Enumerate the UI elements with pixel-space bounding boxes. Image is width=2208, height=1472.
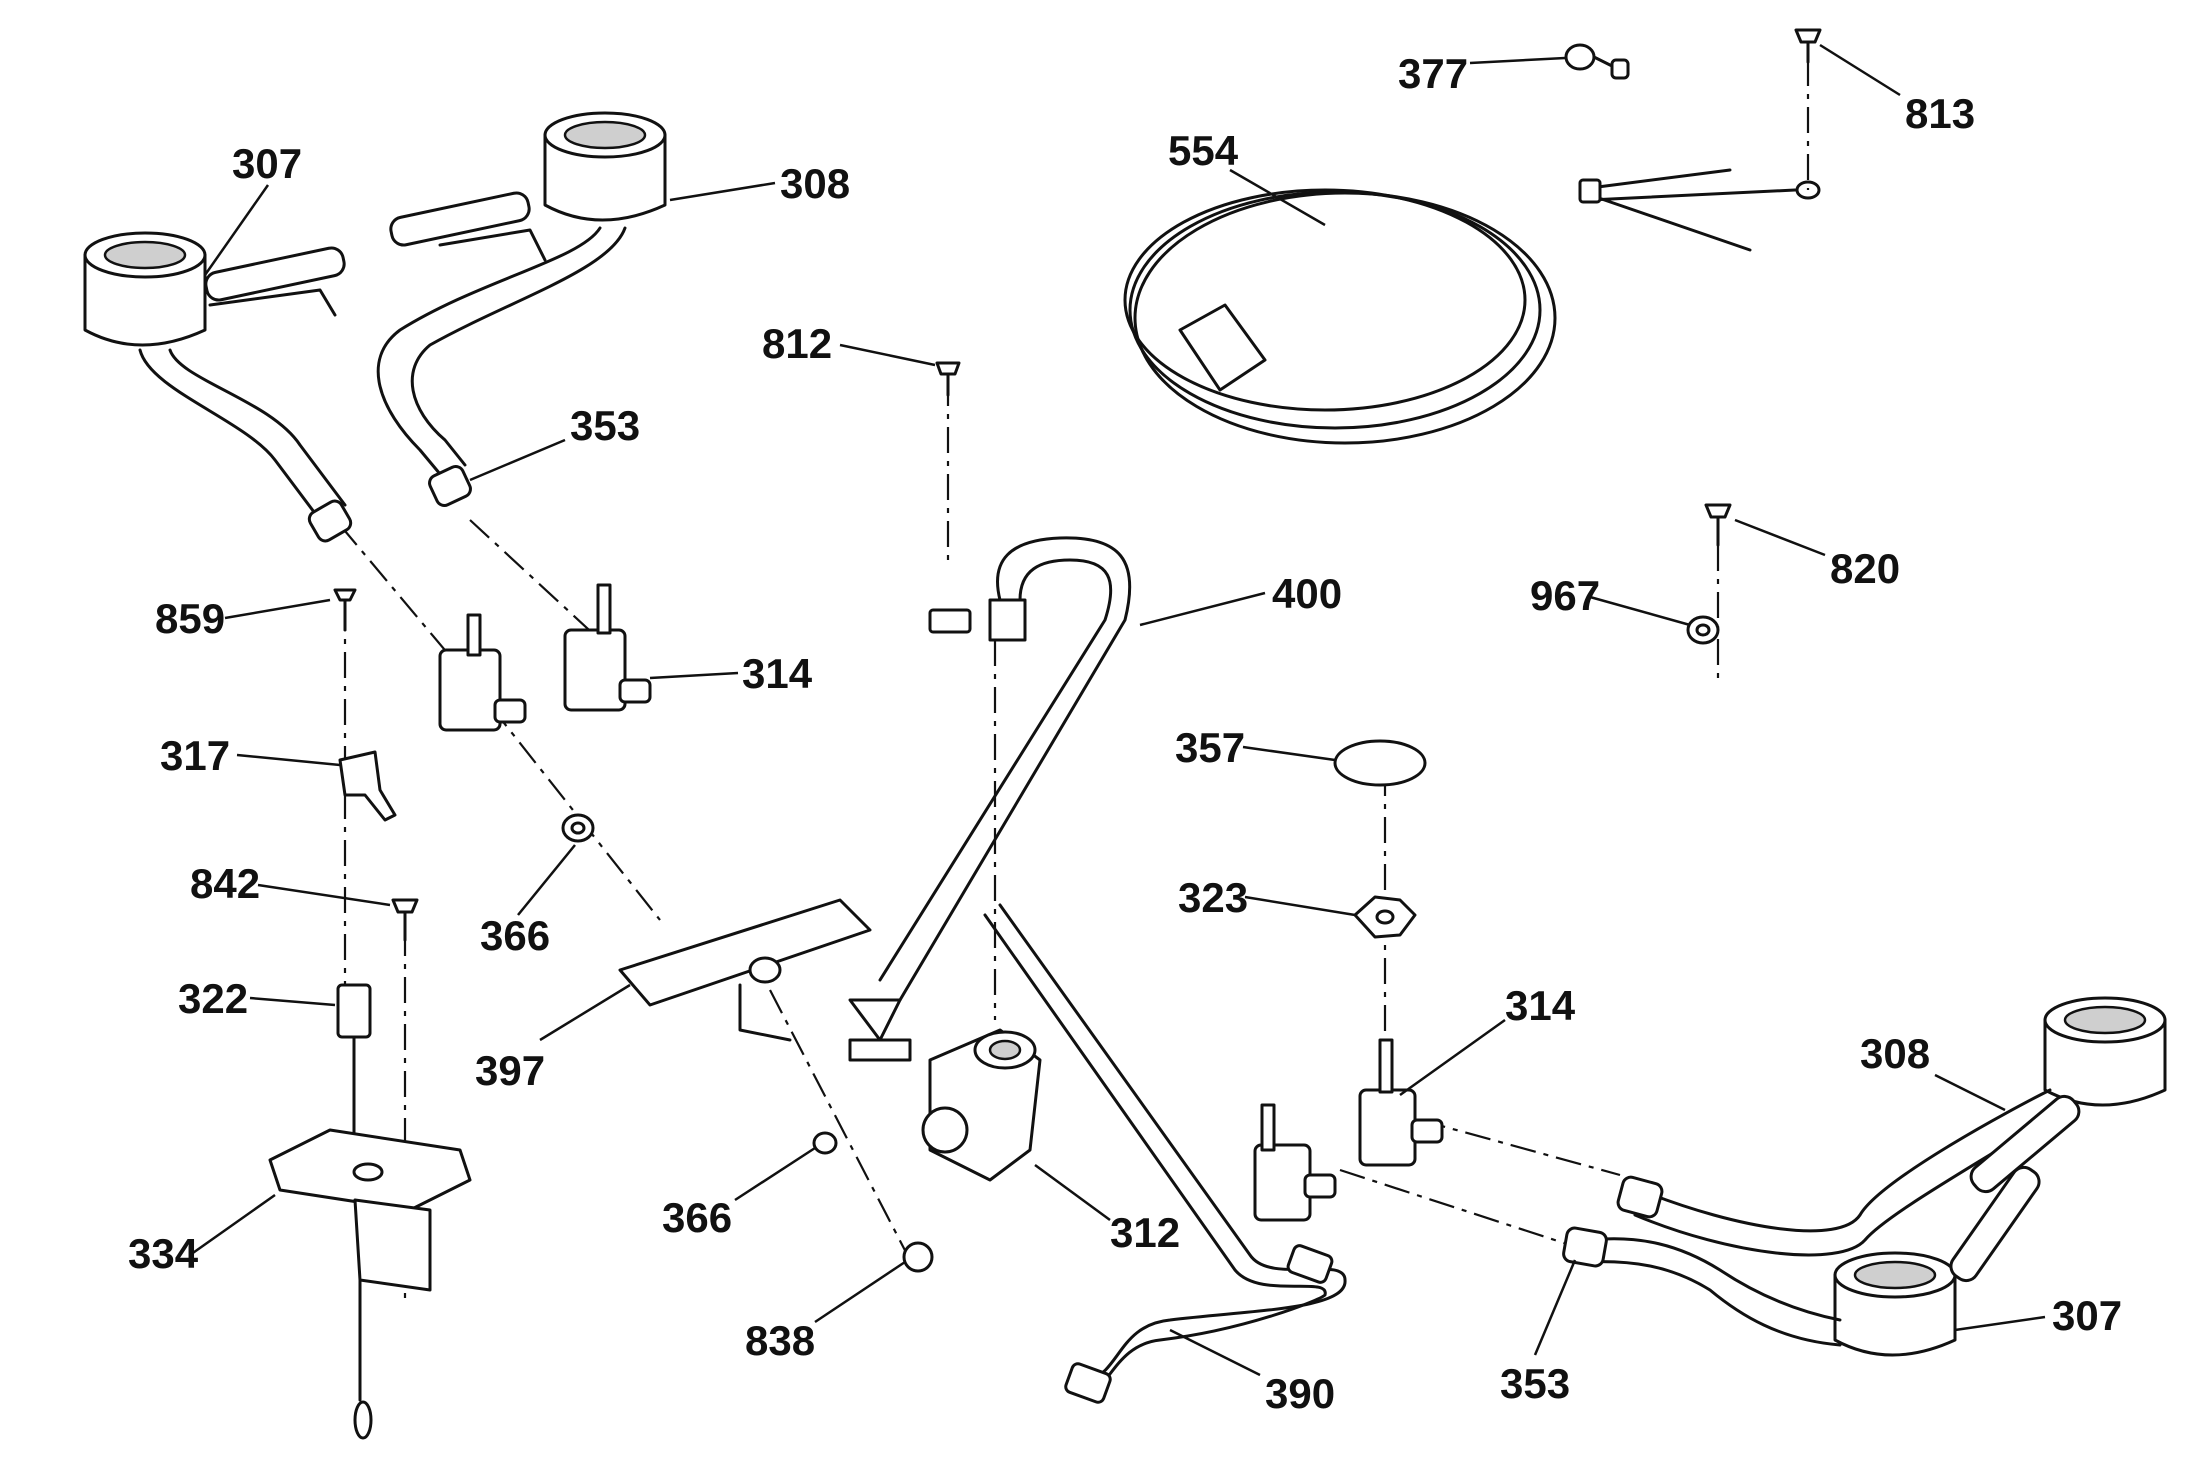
label-554: 554 [1168, 127, 1239, 174]
label-307-right: 307 [2052, 1292, 2122, 1339]
screw-859 [333, 588, 357, 632]
bracket-397 [618, 898, 872, 1042]
igniter-bracket-334 [268, 1128, 472, 1292]
label-312: 312 [1110, 1209, 1180, 1256]
screw-842 [391, 898, 419, 942]
nut-838 [902, 1241, 934, 1273]
clamp-967 [1686, 615, 1720, 645]
label-357: 357 [1175, 724, 1245, 771]
label-366-upper: 366 [480, 912, 550, 959]
clip-377 [1564, 43, 1630, 80]
label-859: 859 [155, 595, 225, 642]
callout-labels: 307 308 353 859 317 842 322 334 314 366 … [128, 50, 2122, 1417]
label-334: 334 [128, 1230, 199, 1277]
adapter-323 [1353, 895, 1417, 939]
label-314-left: 314 [742, 650, 813, 697]
label-353-left: 353 [570, 402, 640, 449]
label-366-lower: 366 [662, 1194, 732, 1241]
screw-812 [935, 361, 961, 397]
label-314-right: 314 [1505, 982, 1576, 1029]
label-317: 317 [160, 732, 230, 779]
manifold-400 [848, 536, 1132, 1062]
washer-366-upper [561, 813, 595, 843]
igniter-322 [336, 983, 373, 1440]
pressure-regulator-312 [921, 1028, 1042, 1182]
washer-366-lower [812, 1131, 838, 1155]
bracket-317 [338, 750, 397, 822]
label-967: 967 [1530, 572, 1600, 619]
label-322: 322 [178, 975, 248, 1022]
label-323: 323 [1178, 874, 1248, 921]
label-838: 838 [745, 1317, 815, 1364]
leader-lines [189, 43, 2046, 1377]
label-820: 820 [1830, 545, 1900, 592]
label-307-left: 307 [232, 140, 302, 187]
label-353-right: 353 [1500, 1360, 1570, 1407]
burner-head-308-right [1616, 996, 2167, 1257]
screw-820 [1704, 503, 1732, 547]
label-400: 400 [1272, 570, 1342, 617]
valve-314-left-pair [438, 583, 652, 732]
label-390: 390 [1265, 1370, 1335, 1417]
label-842: 842 [190, 860, 260, 907]
label-308-left: 308 [780, 160, 850, 207]
burner-head-307-right [1562, 1165, 2041, 1357]
tube-390 [983, 903, 1347, 1404]
label-377: 377 [1398, 50, 1468, 97]
label-308-right: 308 [1860, 1030, 1930, 1077]
cap-357 [1333, 739, 1427, 787]
label-813: 813 [1905, 90, 1975, 137]
assembly-lines [339, 60, 1810, 1300]
power-cord-554 [1123, 168, 1821, 445]
valve-314-right-pair [1253, 1038, 1444, 1222]
label-397: 397 [475, 1047, 545, 1094]
burner-head-307-left [83, 231, 353, 543]
burner-head-308-left [376, 111, 667, 507]
screw-813 [1794, 28, 1822, 64]
label-812: 812 [762, 320, 832, 367]
